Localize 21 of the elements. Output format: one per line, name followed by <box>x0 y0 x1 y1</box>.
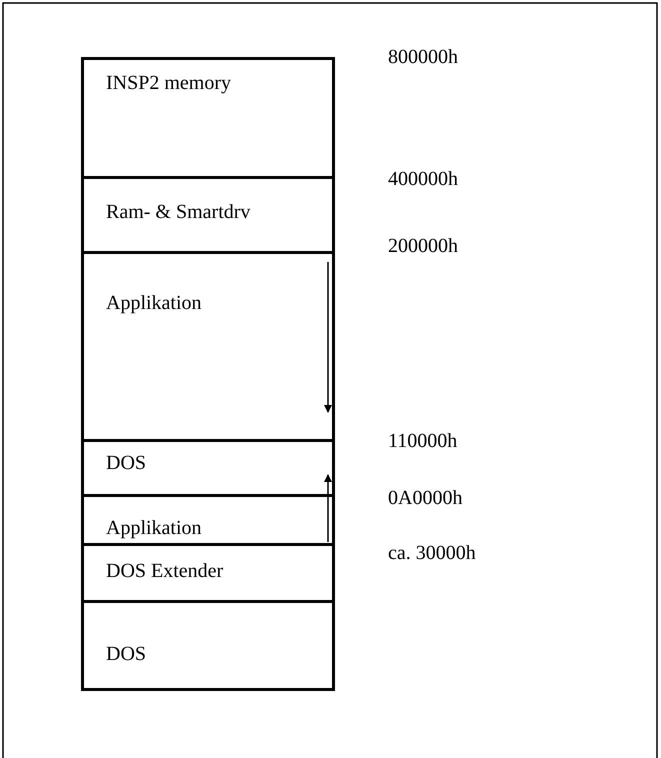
memory-segment <box>81 543 335 603</box>
segment-label: DOS <box>106 643 146 666</box>
address-label: ca. 30000h <box>388 542 476 565</box>
address-label: 200000h <box>388 235 458 258</box>
segment-label: Applikation <box>106 517 202 540</box>
address-label: 0A0000h <box>388 487 462 510</box>
memory-segment <box>81 251 335 442</box>
segment-label: DOS Extender <box>106 560 224 583</box>
address-label: 800000h <box>388 46 458 69</box>
memory-segment <box>81 600 335 691</box>
segment-label: Ram- & Smartdrv <box>106 201 250 224</box>
segment-label: INSP2 memory <box>106 72 231 95</box>
address-label: 400000h <box>388 168 458 191</box>
segment-label: DOS <box>106 452 146 475</box>
memory-segment <box>81 57 335 179</box>
address-label: 110000h <box>388 430 458 453</box>
memory-segment <box>81 494 335 546</box>
memory-segment <box>81 176 335 254</box>
memory-segment <box>81 439 335 497</box>
arrow <box>324 474 332 542</box>
segment-label: Applikation <box>106 292 202 315</box>
